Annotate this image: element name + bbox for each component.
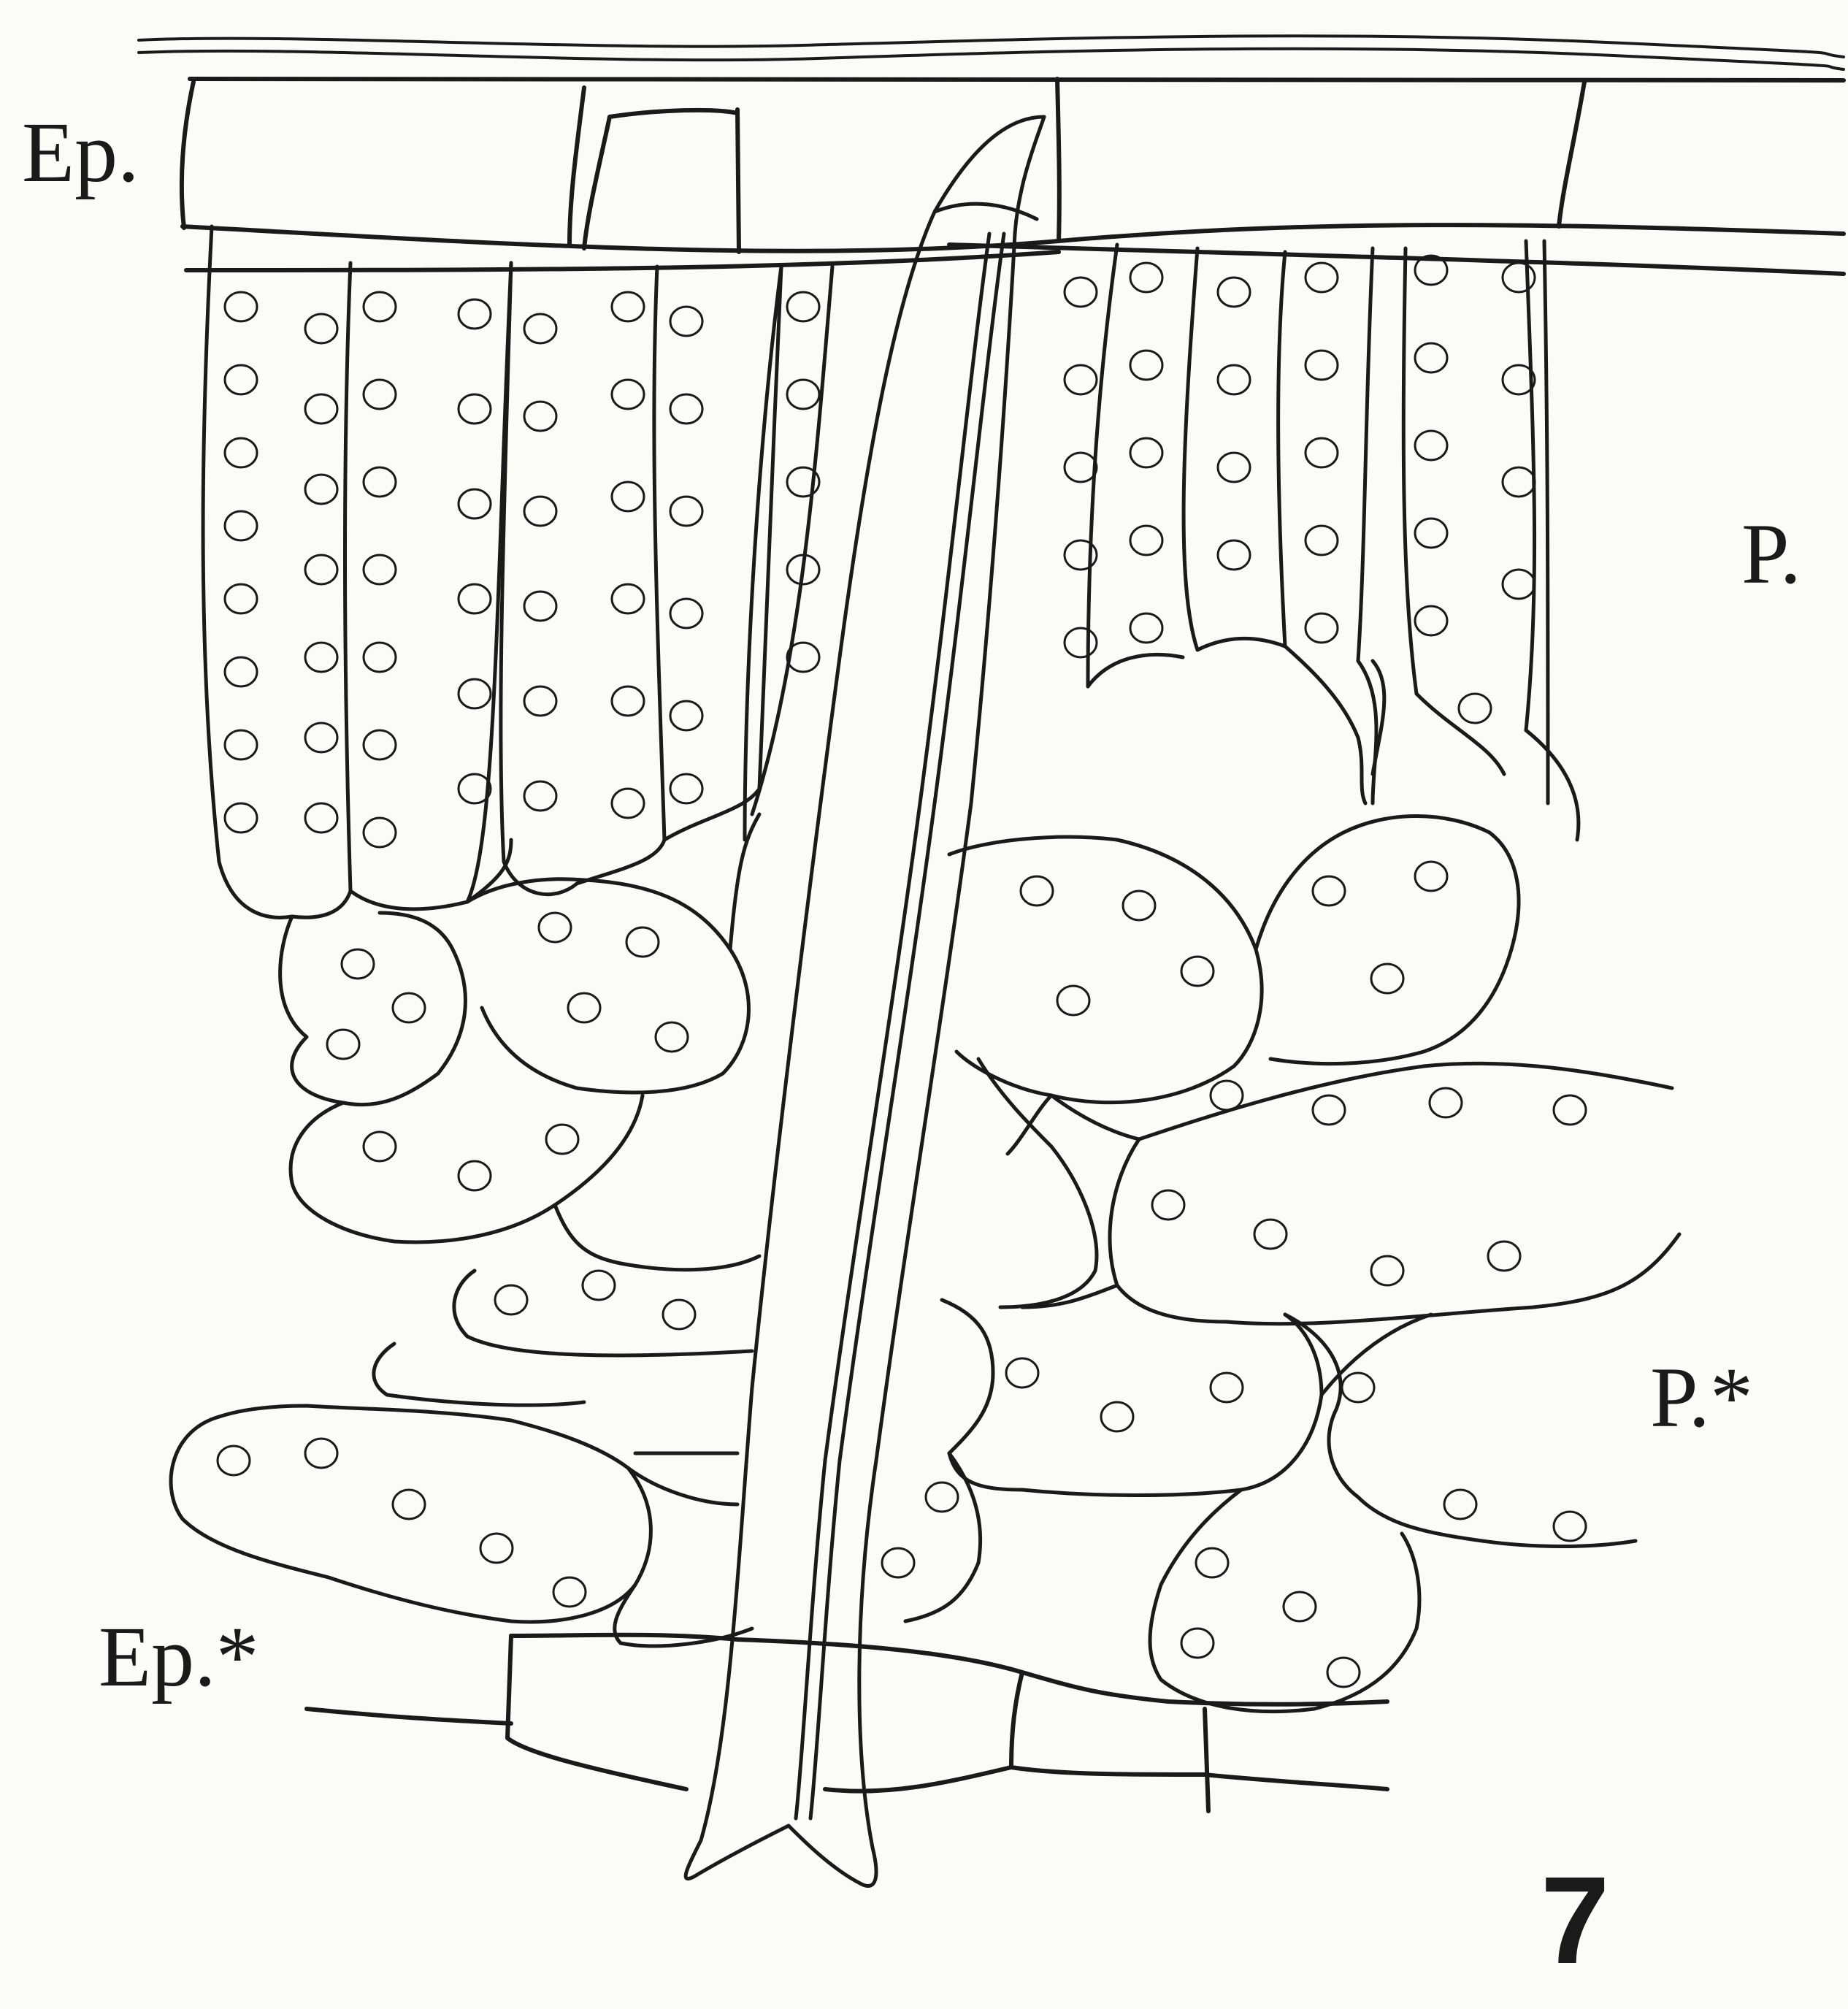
lower-epidermis — [307, 1635, 1387, 1811]
trichome — [686, 117, 1044, 1886]
palisade-layer — [203, 226, 1579, 917]
upper-cuticle — [139, 36, 1844, 69]
chloroplasts — [218, 256, 1586, 1687]
lower-palisade-label: P.* — [1650, 1355, 1753, 1441]
figure-number: 7 — [1541, 1859, 1610, 1983]
spongy-mesophyll — [171, 814, 1679, 1712]
upper-epidermis-label: Ep. — [22, 110, 139, 196]
palisade-label: P. — [1741, 511, 1801, 597]
lower-epidermis-label: Ep.* — [99, 1614, 259, 1700]
